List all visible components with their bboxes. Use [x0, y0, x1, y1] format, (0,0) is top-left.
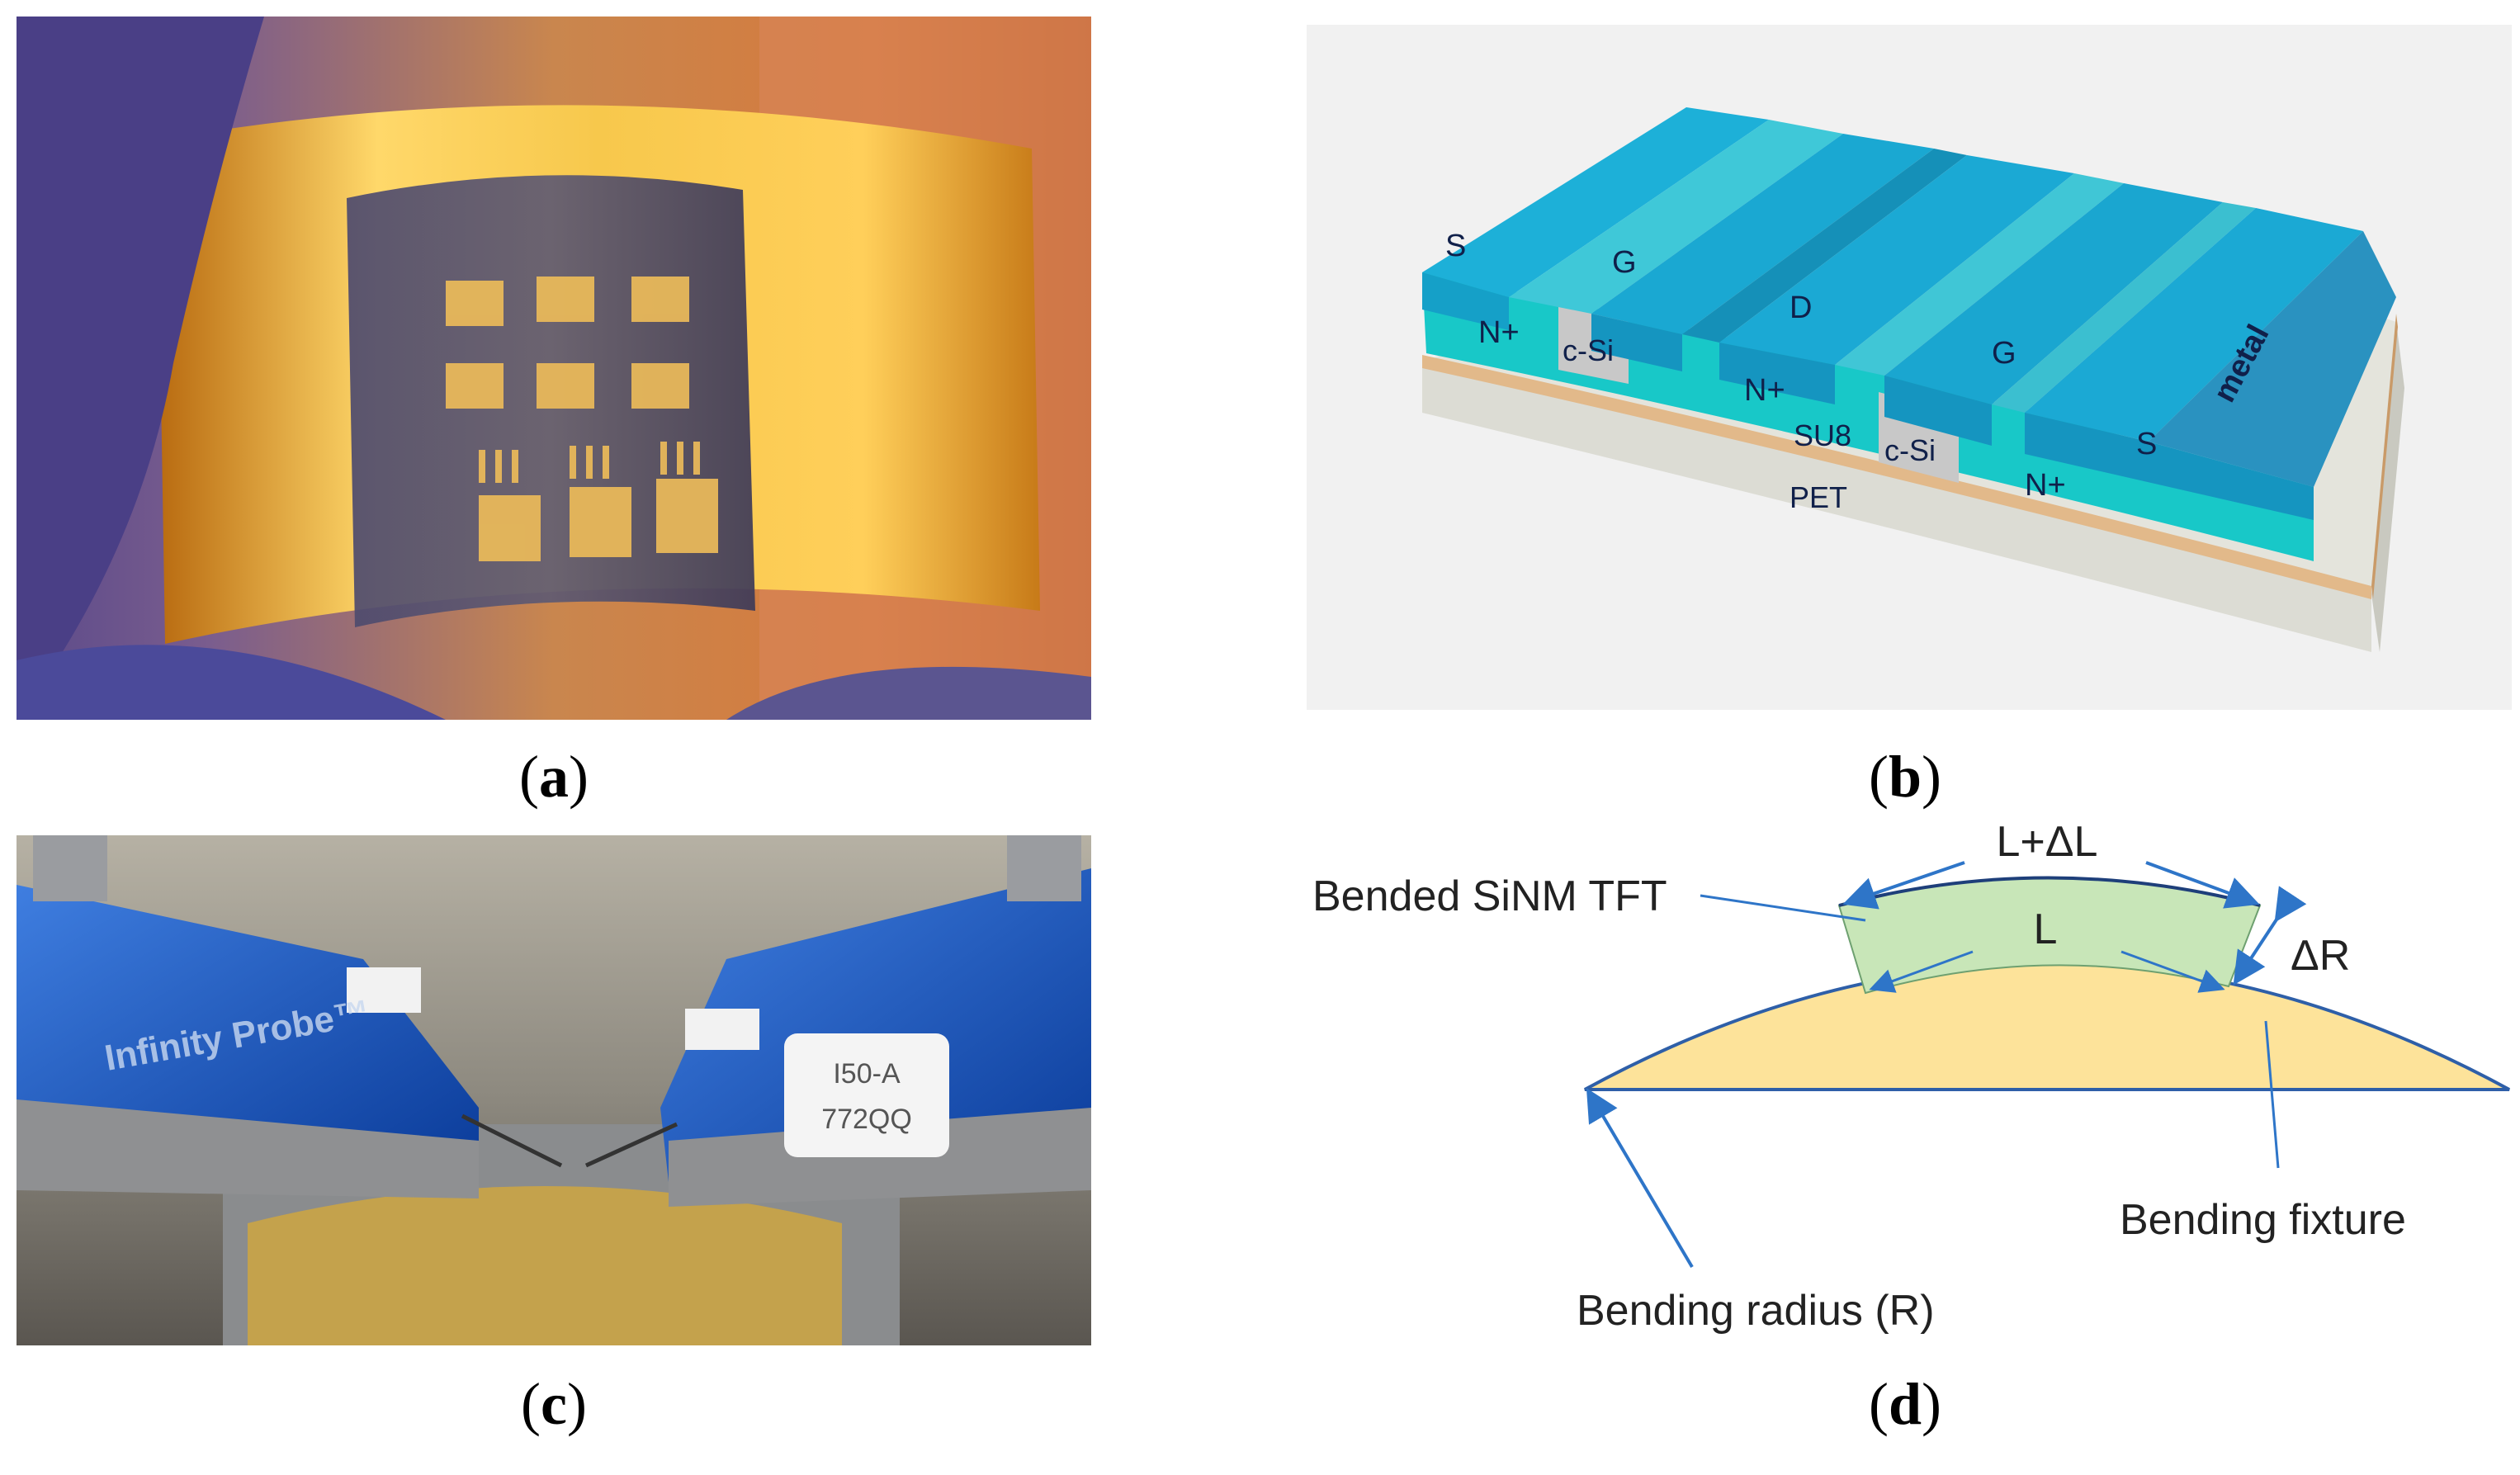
panel-c-photo: Infinity Probe™ I50-A 772QQ: [17, 835, 1091, 1345]
label-radius: Bending radius (R): [1577, 1287, 1935, 1335]
label-pet: PET: [1790, 480, 1847, 514]
label-delta-r: ΔR: [2291, 932, 2350, 980]
metal-g-left: [1591, 134, 1934, 334]
label-length: L: [2034, 905, 2058, 953]
probe-station-photo: Infinity Probe™ I50-A 772QQ: [17, 835, 1091, 1345]
probe-right: [660, 868, 1091, 1182]
caption-c: (c): [521, 1371, 587, 1437]
flexible-tft-photo: [17, 17, 1091, 720]
label-length-plus-delta: L+ΔL: [1997, 818, 2098, 866]
label-tft: Bended SiNM TFT: [1312, 872, 1667, 920]
label-nplus-right: N+: [2025, 468, 2066, 503]
delta-r-arrow: [2233, 886, 2307, 986]
label-s-right: S: [2136, 427, 2157, 461]
label-d: D: [1790, 291, 1812, 325]
metal-s-right: [2025, 208, 2363, 442]
metal-s-left: [1422, 107, 1769, 297]
label-csi-left: c-Si: [1563, 333, 1614, 367]
tft-3d-schematic: S G D G metal S N+ c-Si N+ SU8 c-Si PET …: [1422, 107, 2404, 652]
caption-b: (b): [1868, 744, 1941, 810]
left-glove: [17, 17, 264, 720]
metal-g-right: [1884, 183, 2223, 404]
panel-b-schematic: S G D G metal S N+ c-Si N+ SU8 c-Si PET …: [1307, 25, 2512, 710]
label-fixture: Bending fixture: [2120, 1196, 2406, 1244]
label-s-left: S: [1445, 229, 1466, 263]
bending-diagram: L+ΔL L ΔR Bended SiNM TFT Bending fixtur…: [1312, 818, 2510, 1335]
probe-right-tag-line2: 772QQ: [821, 1104, 912, 1135]
probe-right-tag-line1: I50-A: [833, 1058, 901, 1090]
pet-substrate: [1422, 363, 2371, 652]
label-csi-right: c-Si: [1884, 433, 1936, 467]
label-g-left: G: [1612, 245, 1637, 280]
probe-right-tag: [784, 1033, 949, 1157]
label-su8: SU8: [1794, 418, 1851, 452]
probe-left: [17, 885, 479, 1165]
metal-d: [1719, 155, 2074, 365]
sample-on-fixture: [248, 1186, 842, 1345]
bending-fixture: [1584, 962, 2510, 1091]
panel-a-photo: [17, 17, 1091, 720]
su8-layer: [1422, 355, 2371, 599]
caption-a: (a): [519, 744, 589, 810]
label-nplus-mid: N+: [1744, 373, 1785, 408]
panel-d-diagram: L+ΔL L ΔR Bended SiNM TFT Bending fixtur…: [1288, 805, 2520, 1366]
label-g-right: G: [1992, 336, 2016, 371]
device-array: [446, 277, 718, 561]
label-nplus-left: N+: [1478, 315, 1520, 350]
caption-d: (d): [1868, 1371, 1941, 1437]
